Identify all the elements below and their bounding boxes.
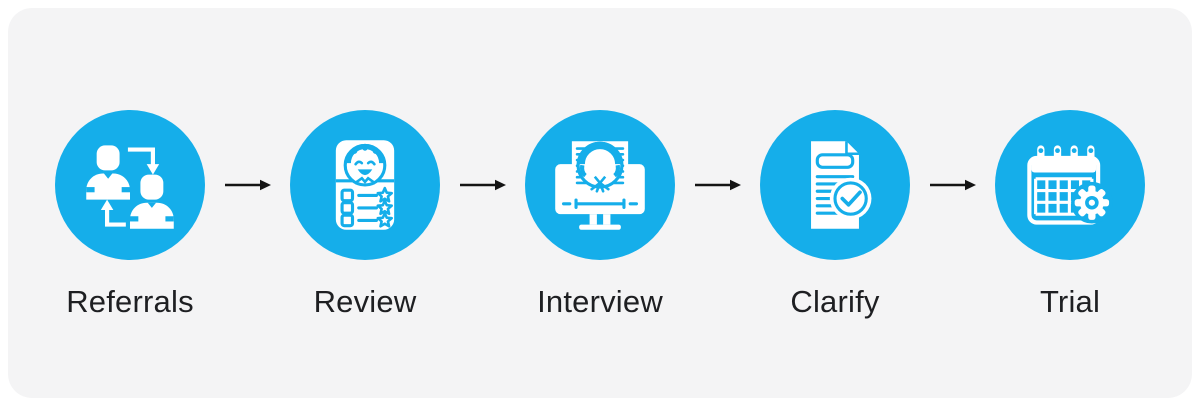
people-exchange-icon — [86, 145, 174, 229]
step-label: Review — [313, 284, 417, 319]
step-circle — [55, 110, 205, 260]
document-check-icon — [811, 141, 872, 229]
step-circle — [760, 110, 910, 260]
flow-arrow — [910, 177, 995, 193]
step-label: Clarify — [790, 284, 880, 319]
step-trial: Trial — [995, 110, 1145, 320]
right-arrow-icon — [929, 179, 976, 191]
flow-arrow — [675, 177, 760, 193]
step-label: Trial — [1039, 284, 1101, 319]
step-clarify: Clarify — [760, 110, 910, 320]
calendar-gear-icon — [1027, 145, 1113, 225]
step-label: Interview — [537, 284, 663, 319]
resume-rating-icon — [335, 140, 395, 230]
step-interview: Interview — [525, 110, 675, 320]
right-arrow-icon — [694, 179, 741, 191]
video-interview-icon — [555, 141, 645, 230]
process-panel: Referrals — [8, 8, 1192, 398]
step-label: Referrals — [66, 284, 194, 319]
step-circle — [290, 110, 440, 260]
step-referrals: Referrals — [55, 110, 205, 320]
right-arrow-icon — [224, 179, 271, 191]
right-arrow-icon — [459, 179, 506, 191]
flow-arrow — [205, 177, 290, 193]
step-circle — [995, 110, 1145, 260]
hiring-process-flow: Referrals — [8, 8, 1192, 320]
step-circle — [525, 110, 675, 260]
flow-arrow — [440, 177, 525, 193]
step-review: Review — [290, 110, 440, 320]
